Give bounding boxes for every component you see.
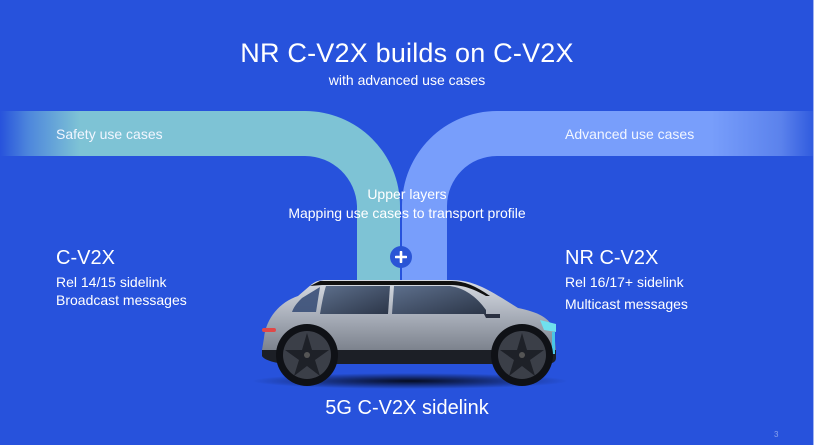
safety-band (0, 111, 400, 283)
nr-cv2x-title: NR C-V2X (565, 247, 659, 269)
advanced-band-label: Advanced use cases (565, 126, 695, 142)
nr-cv2x-release: Rel 16/17+ sidelink (565, 274, 684, 290)
front-wheel (491, 324, 553, 386)
cv2x-title: C-V2X (56, 247, 115, 269)
safety-band-label: Safety use cases (56, 126, 163, 142)
page-number: 3 (774, 430, 779, 439)
cv2x-release: Rel 14/15 sidelink (56, 274, 167, 290)
slide-subtitle: with advanced use cases (328, 72, 486, 88)
sidelink-caption: 5G C-V2X sidelink (325, 397, 489, 419)
upper-layers-line1: Upper layers (367, 186, 447, 202)
cv2x-messages: Broadcast messages (56, 292, 187, 308)
upper-layers-text: Upper layers Mapping use cases to transp… (0, 185, 814, 223)
nr-cv2x-messages: Multicast messages (565, 296, 688, 312)
slide-title: NR C-V2X builds on C-V2X (240, 38, 574, 68)
plus-icon (390, 246, 412, 268)
car-image (252, 280, 568, 389)
upper-layers-line2: Mapping use cases to transport profile (288, 205, 526, 221)
advanced-band (402, 111, 814, 283)
rear-wheel (276, 324, 338, 386)
